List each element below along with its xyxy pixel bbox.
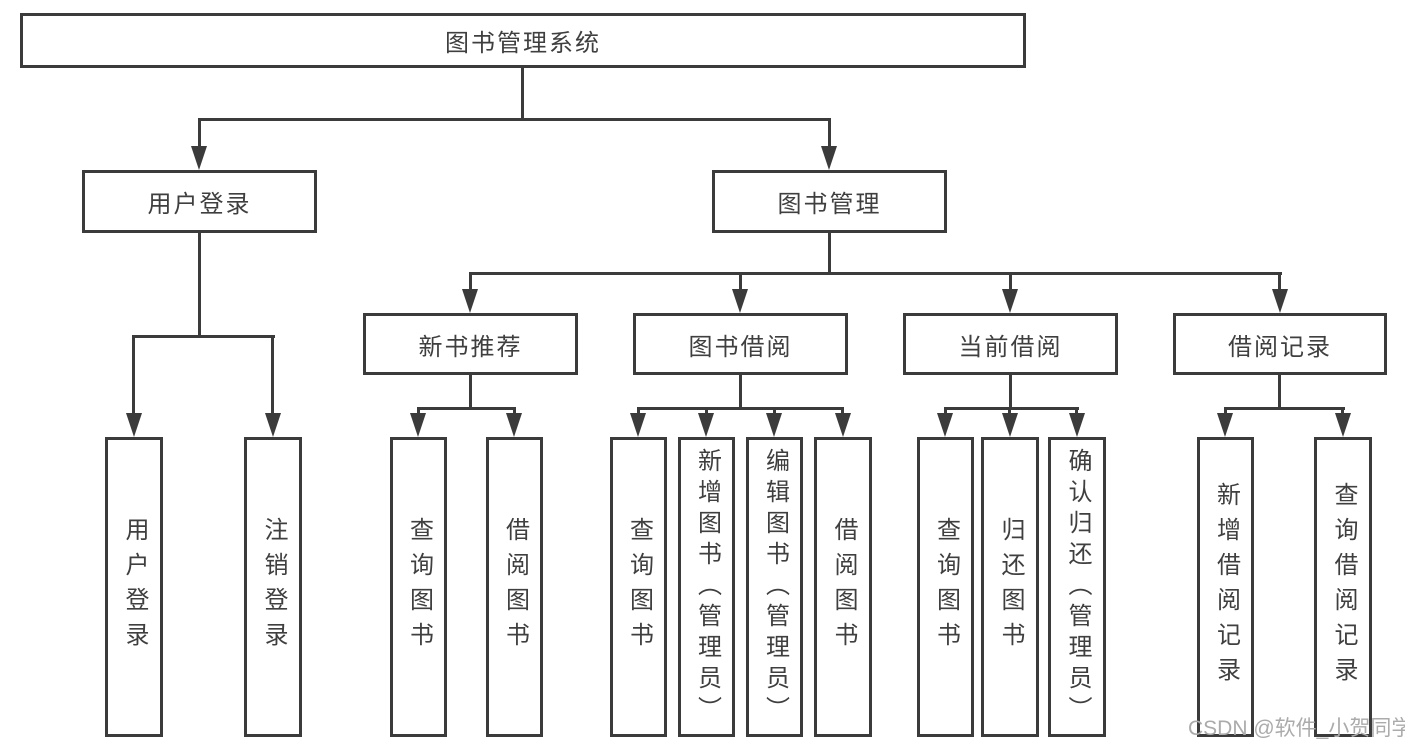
arrowhead-down (821, 146, 837, 170)
node-root: 图书管理系统 (20, 13, 1026, 68)
connector-line (828, 233, 831, 272)
connector-line (828, 118, 831, 150)
connector-line (944, 407, 1079, 410)
arrowhead-down (835, 413, 851, 437)
connector-line (132, 335, 135, 415)
arrowhead-down (732, 289, 748, 313)
arrowhead-down (698, 413, 714, 437)
connector-line (773, 407, 776, 417)
connector-line (637, 407, 844, 410)
arrowhead-down (766, 413, 782, 437)
node-new-book-recommend-label: 新书推荐 (418, 333, 523, 361)
node-book-borrow: 图书借阅 (633, 313, 848, 375)
leaf-borrow-book-2-label: 借阅图书 (830, 517, 857, 657)
connector-line (469, 272, 1282, 275)
leaf-confirm-return-admin-label: 确认归还（管理员） (1064, 447, 1091, 727)
connector-line (1278, 272, 1281, 292)
leaf-query-book-1-label: 查询图书 (405, 517, 433, 657)
node-root-label: 图书管理系统 (445, 30, 601, 57)
node-new-book-recommend: 新书推荐 (363, 313, 578, 375)
connector-line (1341, 407, 1344, 417)
leaf-logout: 注销登录 (244, 437, 302, 737)
arrowhead-down (937, 413, 953, 437)
leaf-borrow-book-2: 借阅图书 (814, 437, 872, 737)
node-borrow-records: 借阅记录 (1173, 313, 1387, 375)
connector-line (739, 375, 742, 407)
leaf-query-book-3-label: 查询图书 (932, 517, 960, 657)
connector-line (198, 118, 831, 121)
leaf-query-book-1: 查询图书 (390, 437, 447, 737)
arrowhead-down (265, 413, 281, 437)
connector-line (1224, 407, 1227, 417)
connector-line (739, 272, 742, 292)
arrowhead-down (410, 413, 426, 437)
connector-line (705, 407, 708, 417)
connector-line (637, 407, 640, 417)
arrowhead-down (1335, 413, 1351, 437)
node-book-borrow-label: 图书借阅 (688, 333, 793, 361)
node-user-login-label: 用户登录 (147, 191, 252, 218)
connector-line (1009, 375, 1012, 407)
connector-line (417, 407, 516, 410)
node-user-login: 用户登录 (82, 170, 317, 233)
connector-line (1278, 375, 1281, 407)
connector-line (132, 335, 275, 338)
leaf-user-login: 用户登录 (105, 437, 163, 737)
leaf-add-borrow-record-label: 新增借阅记录 (1212, 482, 1240, 692)
leaf-return-book: 归还图书 (981, 437, 1039, 737)
arrowhead-down (1002, 413, 1018, 437)
leaf-return-book-label: 归还图书 (997, 517, 1024, 657)
connector-line (841, 407, 844, 417)
node-current-borrow: 当前借阅 (903, 313, 1118, 375)
leaf-query-book-2: 查询图书 (610, 437, 667, 737)
connector-line (513, 407, 516, 417)
node-current-borrow-label: 当前借阅 (958, 333, 1063, 361)
connector-line (1075, 407, 1078, 417)
leaf-add-borrow-record: 新增借阅记录 (1197, 437, 1254, 737)
leaf-query-borrow-record: 查询借阅记录 (1314, 437, 1372, 737)
leaf-logout-label: 注销登录 (260, 517, 287, 657)
arrowhead-down (1002, 289, 1018, 313)
connector-line (944, 407, 947, 417)
connector-line (469, 272, 472, 292)
connector-line (1009, 272, 1012, 292)
arrowhead-down (1217, 413, 1233, 437)
leaf-user-login-label: 用户登录 (121, 517, 148, 657)
connector-line (198, 233, 201, 335)
connector-line (1008, 407, 1011, 417)
leaf-confirm-return-admin: 确认归还（管理员） (1048, 437, 1106, 737)
leaf-borrow-book-1: 借阅图书 (486, 437, 543, 737)
leaf-add-book-admin: 新增图书（管理员） (678, 437, 735, 737)
arrowhead-down (1069, 413, 1085, 437)
csdn-watermark: CSDN @软件_小贺同学 (1188, 717, 1405, 740)
connector-line (271, 335, 274, 415)
arrowhead-down (126, 413, 142, 437)
arrowhead-down (191, 146, 207, 170)
arrowhead-down (506, 413, 522, 437)
node-book-management-label: 图书管理 (777, 191, 882, 218)
arrowhead-down (1272, 289, 1288, 313)
leaf-query-borrow-record-label: 查询借阅记录 (1330, 482, 1357, 692)
connector-line (417, 407, 420, 417)
leaf-query-book-3: 查询图书 (917, 437, 974, 737)
arrowhead-down (462, 289, 478, 313)
connector-line (469, 375, 472, 407)
leaf-query-book-2-label: 查询图书 (625, 517, 653, 657)
arrowhead-down (630, 413, 646, 437)
connector-line (198, 118, 201, 150)
leaf-edit-book-admin-label: 编辑图书（管理员） (761, 447, 789, 727)
node-book-management: 图书管理 (712, 170, 947, 233)
leaf-add-book-admin-label: 新增图书（管理员） (693, 447, 721, 727)
connector-line (1224, 407, 1345, 410)
node-borrow-records-label: 借阅记录 (1228, 333, 1332, 361)
leaf-borrow-book-1-label: 借阅图书 (501, 517, 529, 657)
connector-line (521, 68, 524, 118)
leaf-edit-book-admin: 编辑图书（管理员） (746, 437, 803, 737)
